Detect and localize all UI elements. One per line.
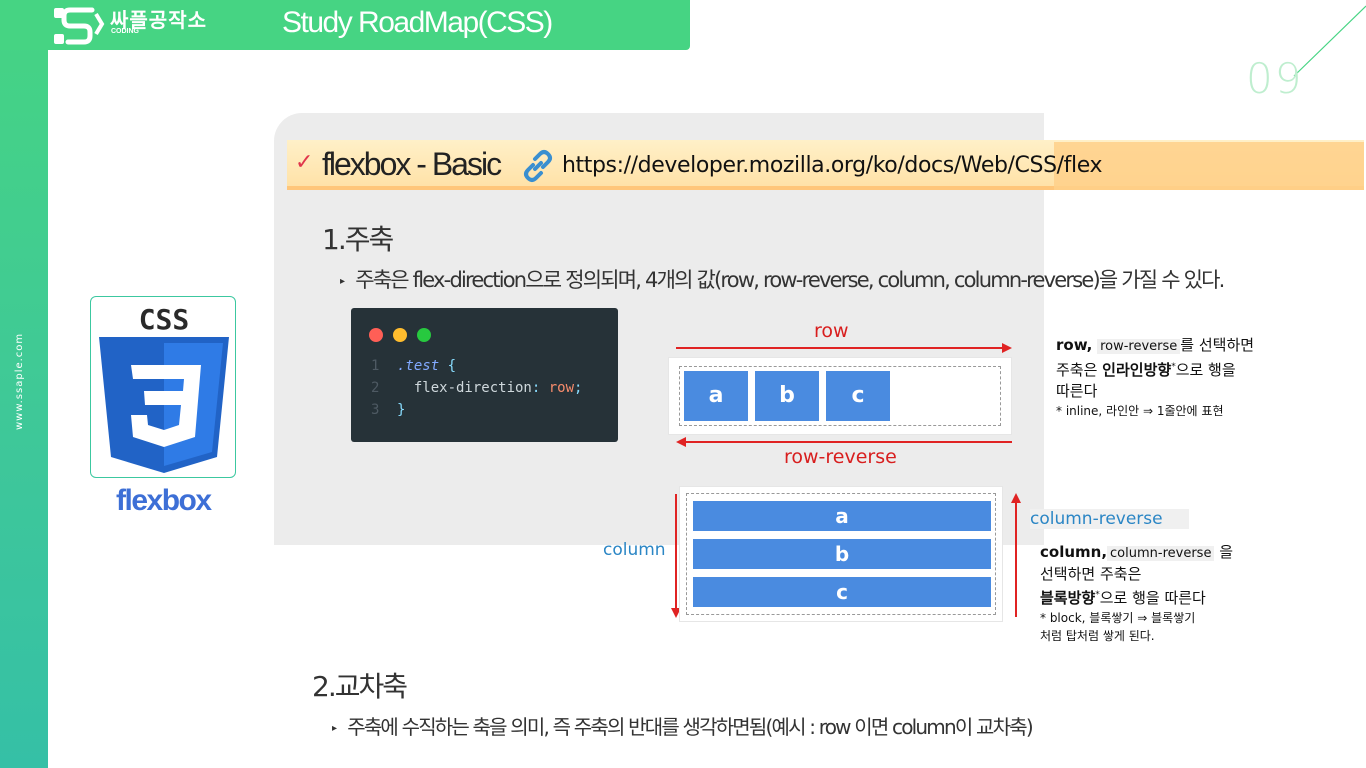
main-axis-heading: 1.주축 [322, 223, 394, 256]
column-arrow [675, 494, 677, 608]
column-item-b: b [693, 539, 991, 569]
brand-logo-icon [54, 7, 105, 45]
row-reverse-label: row-reverse [784, 446, 897, 468]
column-label: column [603, 540, 666, 560]
page-title: Study RoadMap(CSS) [282, 6, 553, 39]
row-container: a b c [669, 358, 1011, 434]
row-item-c: c [826, 371, 890, 421]
link-icon[interactable] [520, 148, 556, 184]
window-dot-green [417, 328, 431, 342]
code-line-1: 1.test { [371, 358, 457, 374]
section-title: flexbox - Basic [322, 146, 502, 182]
column-item-a: a [693, 501, 991, 531]
section-highlight-extension [1054, 142, 1364, 190]
column-reverse-arrow-head-icon [1011, 493, 1021, 503]
column-inner-dashed: a b c [686, 493, 996, 615]
row-inner-dashed: a b c [679, 366, 1001, 426]
code-snippet: 1.test { 2 flex-direction: row; 3} [351, 308, 618, 442]
row-item-a: a [684, 371, 748, 421]
main-axis-bullet: ▸ 주축은 flex-direction으로 정의되며, 4개의 값(row, r… [340, 264, 1225, 294]
css-badge: CSS [90, 296, 236, 478]
side-strip [0, 0, 48, 768]
row-arrow [676, 347, 1002, 349]
row-label: row [814, 320, 849, 342]
code-line-2: 2 flex-direction: row; [371, 380, 583, 396]
check-icon: ✓ [295, 150, 314, 175]
column-arrow-head-icon [671, 608, 681, 618]
row-arrow-head-icon [1002, 343, 1012, 353]
window-dot-red [369, 328, 383, 342]
window-dot-yellow [393, 328, 407, 342]
page-number: 09 [1246, 54, 1304, 103]
css-logo-text: CSS [139, 303, 190, 336]
column-reverse-label: column-reverse [1030, 509, 1189, 529]
cross-axis-bullet: ▸ 주축에 수직하는 축을 의미, 즉 주축의 반대를 생각하면됨(예시 : ro… [332, 711, 1034, 740]
bullet-icon: ▸ [332, 723, 337, 734]
column-item-c: c [693, 577, 991, 607]
row-reverse-arrow-head-icon [676, 437, 686, 447]
brand-sub: CODING [111, 28, 139, 35]
column-note: column,column-reverse 을 선택하면 주축은 블록방향*으로… [1040, 543, 1234, 643]
column-container: a b c [680, 487, 1002, 621]
cross-axis-heading: 2.교차축 [312, 670, 408, 703]
main-axis-text: 주축은 flex-direction으로 정의되며, 4개의 값(row, ro… [355, 268, 1225, 292]
badge-caption: flexbox [116, 484, 212, 517]
code-line-3: 3} [371, 402, 406, 418]
bullet-icon: ▸ [340, 275, 345, 287]
side-url: www.ssaple.com [14, 332, 25, 430]
css3-shield-icon: CSS [99, 303, 229, 473]
decorative-line [1293, 5, 1366, 77]
column-reverse-arrow [1015, 503, 1017, 617]
mdn-link[interactable]: https://developer.mozilla.org/ko/docs/We… [562, 153, 1103, 178]
header-bar: 싸플공작소 CODING Study RoadMap(CSS) [0, 0, 690, 50]
row-reverse-arrow [686, 441, 1012, 443]
brand-name: 싸플공작소 [110, 8, 207, 32]
row-item-b: b [755, 371, 819, 421]
cross-axis-text: 주축에 수직하는 축을 의미, 즉 주축의 반대를 생각하면됨(예시 : row… [347, 715, 1033, 739]
